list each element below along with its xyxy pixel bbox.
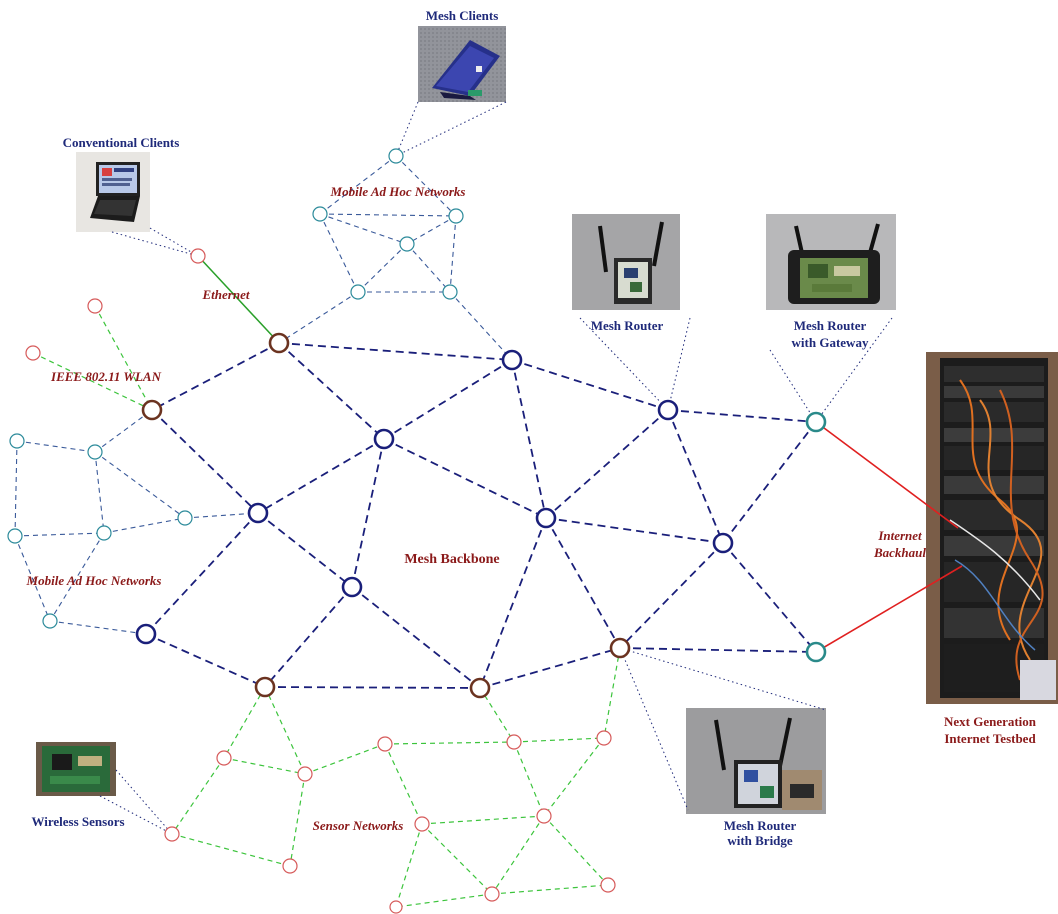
bridge-router-nodes: [141, 332, 631, 699]
mesh-router-nodes: [135, 349, 734, 645]
laptop-with-card-image: [418, 26, 506, 102]
sensor-networks-label: Sensor Networks: [313, 818, 404, 833]
router-gateway-image: [766, 214, 896, 310]
server-rack-image: [926, 352, 1058, 704]
sensor-board-image: [36, 742, 116, 796]
internet-backhaul-links: [815, 421, 963, 653]
gateway-router-nodes: [805, 411, 827, 663]
laptop-image: [76, 152, 150, 232]
mesh-backbone-label: Mesh Backbone: [404, 552, 499, 567]
router-bridge-image: [686, 708, 826, 814]
ethernet-label: Ethernet: [202, 287, 250, 302]
testbed-label-line2: Internet Testbed: [944, 731, 1036, 746]
manet-nodes: [7, 148, 464, 629]
manet-links: [14, 155, 513, 635]
mesh-clients-label: Mesh Clients: [426, 8, 499, 23]
testbed-label-line1: Next Generation: [944, 714, 1037, 729]
sensor-nodes: [25, 248, 616, 914]
manet-top-label: Mobile Ad Hoc Networks: [330, 184, 466, 199]
annotation-leaders: [99, 101, 893, 835]
ieee-wlan-label: IEEE 802.11 WLAN: [50, 369, 162, 384]
manet-left-label: Mobile Ad Hoc Networks: [26, 573, 162, 588]
access-links: [32, 255, 280, 411]
mesh-router-bridge-label-line1: Mesh Router: [724, 818, 797, 833]
internet-backhaul-label-line2: Backhaul: [873, 545, 926, 560]
mesh-router-gateway-label-line1: Mesh Router: [794, 318, 867, 333]
sensor-links: [171, 647, 621, 908]
mesh-router-label: Mesh Router: [591, 318, 664, 333]
backbone-links: [145, 342, 817, 689]
mesh-router-bridge-label-line2: with Bridge: [727, 833, 793, 848]
router-image: [572, 214, 680, 310]
conventional-clients-label: Conventional Clients: [63, 135, 180, 150]
internet-backhaul-label-line1: Internet: [877, 528, 922, 543]
wireless-sensors-label: Wireless Sensors: [31, 814, 124, 829]
mesh-router-gateway-label-line2: with Gateway: [792, 335, 869, 350]
